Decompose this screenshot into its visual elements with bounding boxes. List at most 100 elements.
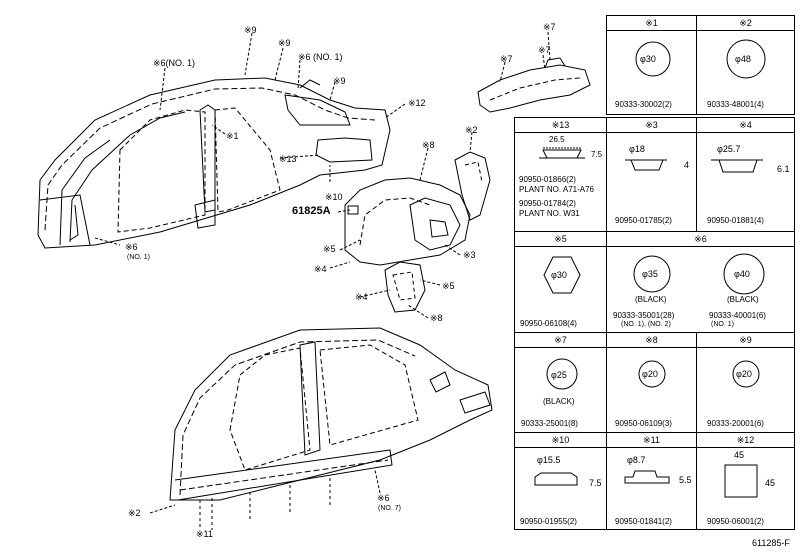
part-number: 90950-01784(2) (519, 199, 576, 208)
round-plug-icon (546, 358, 578, 390)
cell-header: ※11 (607, 433, 696, 448)
diameter-label: φ18 (629, 144, 645, 154)
part-number: 90333-30002(2) (615, 100, 672, 109)
cell-header: ※9 (697, 333, 794, 348)
height-label: 7.5 (591, 150, 603, 159)
round-plug-icon (633, 255, 671, 293)
color-note: (BLACK) (635, 295, 667, 304)
leader-lines (94, 31, 551, 514)
callout-6: ※6 (NO. 1) (298, 52, 343, 62)
callout-6: ※6 (125, 242, 138, 252)
hole-plug-profile-icon (625, 159, 667, 171)
part-number: 90950-01785(2) (615, 216, 672, 225)
part-number: 90333-40001(6) (709, 311, 766, 320)
diameter-label: φ35 (642, 269, 658, 279)
height-label: 45 (765, 478, 776, 488)
part-number-note: (NO. 1) (711, 321, 734, 328)
hole-plug-profile-icon (624, 470, 670, 484)
diameter-label: φ25 (551, 370, 567, 380)
callout-4: ※4 (314, 264, 327, 274)
part-number-note: (NO. 1), (NO. 2) (621, 321, 671, 328)
diameter-label: φ48 (735, 54, 751, 64)
diameter-label: φ40 (734, 269, 750, 279)
wheelhouse-assembly (344, 151, 491, 313)
plant-note: PLANT NO. W31 (519, 209, 580, 218)
legend-cell-8: ※8 φ20 90950-06109(3) (606, 332, 697, 433)
callout-3: ※3 (463, 250, 476, 260)
legend-cell-7: ※7 φ25 (BLACK) 90333-25001(8) (514, 332, 607, 433)
round-plug-icon (723, 253, 765, 295)
callout-8: ※8 (430, 313, 443, 323)
diameter-label: φ20 (736, 369, 752, 379)
hexagonal-plug-icon (543, 256, 581, 294)
legend-cell-11: ※11 φ8.7 5.5 90950-01841(2) (606, 432, 697, 530)
part-number: 90950-06001(2) (707, 517, 764, 526)
part-number: 90950-01881(4) (707, 216, 764, 225)
callout-12: ※12 (408, 98, 426, 108)
diameter-label: φ20 (642, 369, 658, 379)
callout-5: ※5 (442, 281, 455, 291)
legend-cell-9: ※9 φ20 90333-20001(6) (696, 332, 795, 433)
cell-header: ※8 (607, 333, 696, 348)
callout-7: ※7 (500, 54, 513, 64)
round-plug-icon (732, 360, 760, 388)
part-number: 90333-48001(4) (707, 100, 764, 109)
cell-header: ※5 (515, 232, 606, 247)
cell-header: ※10 (515, 433, 606, 448)
callout-6-sub: (NO. 7) (378, 505, 401, 512)
callout-11: ※11 (196, 529, 213, 539)
callout-6: ※6(NO. 1) (153, 58, 196, 68)
plant-note: PLANT NO. A71-A76 (519, 185, 594, 194)
callout-5: ※5 (323, 244, 336, 254)
part-number: 90950-06109(3) (615, 419, 672, 428)
legend-cell-4: ※4 φ25.7 6.1 90950-01881(4) (696, 117, 795, 232)
callout-1: ※1 (226, 131, 239, 141)
part-number: 90950-06108(4) (520, 319, 577, 328)
legend-cell-5: ※5 φ30 90950-06108(4) (514, 231, 607, 333)
callout-9: ※9 (333, 76, 346, 86)
legend-cell-6: ※6 φ35 (BLACK) 90333-35001(28) (NO. 1), … (606, 231, 795, 333)
diameter-label: φ30 (551, 270, 567, 280)
legend-cell-2: ※2 φ48 90333-48001(4) (696, 15, 795, 115)
callout-9: ※9 (278, 38, 291, 48)
upper-side-panel (37, 77, 391, 249)
drawing-code: 611285-F (752, 538, 790, 548)
cell-header: ※2 (697, 16, 794, 31)
cell-header: ※4 (697, 118, 794, 133)
callout-10: ※10 (325, 192, 343, 202)
width-label: 45 (734, 450, 745, 460)
callout-13: ※13 (279, 154, 297, 164)
cell-header: ※3 (607, 118, 696, 133)
hole-plug-profile-icon (711, 159, 763, 173)
callout-8: ※8 (422, 140, 435, 150)
round-plug-icon (638, 360, 666, 388)
legend-cell-3: ※3 φ18 4 90950-01785(2) (606, 117, 697, 232)
cell-header: ※1 (607, 16, 696, 31)
callout-2: ※2 (128, 508, 141, 518)
diameter-label: φ15.5 (537, 455, 561, 465)
height-label: 7.5 (589, 478, 602, 488)
diameter-label: φ30 (640, 54, 656, 64)
lower-body-side (169, 327, 493, 530)
callout-6-sub: (NO. 1) (127, 254, 150, 261)
legend-cell-10: ※10 φ15.5 7.5 90950-01955(2) (514, 432, 607, 530)
legend-cell-1: ※1 φ30 90333-30002(2) (606, 15, 697, 115)
part-number: 90950-01866(2) (519, 175, 576, 184)
part-number: 90950-01955(2) (520, 517, 577, 526)
fastener-legend-table: ※1 φ30 90333-30002(2) ※2 φ48 90333-48001… (514, 15, 795, 530)
diameter-label: φ25.7 (717, 144, 741, 154)
part-number: 90333-20001(6) (707, 419, 764, 428)
part-number: 90333-25001(8) (521, 419, 578, 428)
callout-4: ※4 (355, 292, 368, 302)
cell-header: ※12 (697, 433, 794, 448)
legend-cell-13: ※13 26.5 7.5 90950-01866(2) PLANT NO. A7… (514, 117, 607, 232)
part-number: 90950-01841(2) (615, 517, 672, 526)
part-number: 90333-35001(28) (613, 311, 675, 320)
roof-side-rail (477, 57, 591, 113)
width-label: 26.5 (549, 135, 565, 144)
legend-cell-12: ※12 45 45 90950-06001(2) (696, 432, 795, 530)
color-note: (BLACK) (727, 295, 759, 304)
callout-6: ※6 (377, 493, 390, 503)
callout-7: ※7 (538, 45, 551, 55)
